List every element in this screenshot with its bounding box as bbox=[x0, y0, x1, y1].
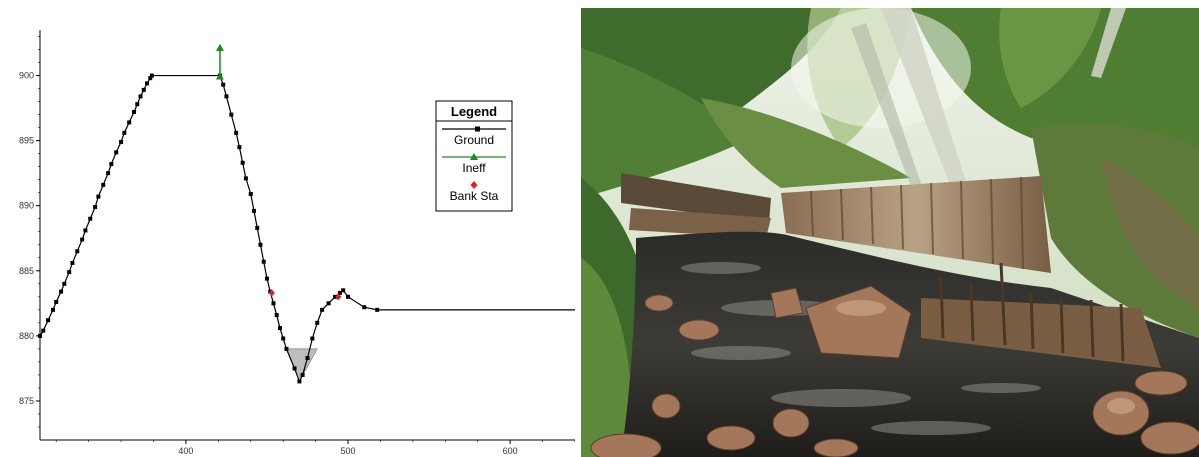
ground-point bbox=[274, 313, 279, 318]
ground-point bbox=[248, 192, 253, 196]
ground-point bbox=[93, 205, 98, 210]
ground-point bbox=[333, 294, 338, 299]
ground-point bbox=[315, 320, 320, 325]
ground-point bbox=[292, 366, 297, 371]
y-tick-label: 885 bbox=[19, 266, 34, 276]
ground-point bbox=[88, 216, 93, 221]
ground-point bbox=[141, 87, 146, 92]
bank-sta-marker bbox=[268, 289, 275, 297]
ground-point bbox=[237, 145, 242, 150]
ground-point bbox=[281, 336, 286, 341]
legend-ineff-marker bbox=[470, 153, 478, 160]
ground-point bbox=[261, 259, 266, 264]
ground-point bbox=[234, 130, 239, 135]
ground-point bbox=[224, 94, 229, 99]
ineff-marker bbox=[215, 72, 224, 80]
ground-point bbox=[135, 102, 140, 107]
ground-point bbox=[83, 228, 88, 233]
ground-point bbox=[106, 171, 111, 176]
ground-line bbox=[39, 74, 575, 383]
ground-point bbox=[243, 176, 248, 181]
stream-photo-image bbox=[581, 8, 1199, 457]
x-tick-label: 600 bbox=[503, 446, 518, 456]
ground-point bbox=[114, 150, 119, 155]
legend-bank-sta-marker bbox=[470, 181, 478, 189]
y-tick-label: 880 bbox=[19, 331, 34, 341]
chart-svg: 875 880 885 890 895 900 400 500 600 LegendGroundI… bbox=[19, 30, 575, 456]
x-tick-label: 500 bbox=[341, 446, 356, 456]
legend-ground-marker bbox=[475, 126, 480, 132]
ground-point bbox=[277, 326, 282, 331]
ground-point bbox=[70, 260, 75, 265]
ground-point bbox=[362, 305, 367, 310]
legend-label-bank-sta: Bank Sta bbox=[450, 189, 499, 203]
ground-point bbox=[38, 333, 42, 338]
ground-point bbox=[96, 194, 101, 199]
ground-point bbox=[326, 301, 331, 306]
ground-point bbox=[320, 307, 325, 312]
ground-point bbox=[284, 346, 289, 351]
legend-label-ground: Ground bbox=[454, 133, 494, 147]
ground-point bbox=[54, 300, 59, 305]
ground-point bbox=[341, 288, 346, 293]
ground-point bbox=[297, 379, 302, 384]
ground-point bbox=[41, 328, 46, 333]
ground-point bbox=[148, 76, 153, 81]
ground-point bbox=[255, 225, 260, 230]
ground-point bbox=[252, 208, 256, 213]
ground-point bbox=[240, 160, 245, 165]
ground-point bbox=[67, 270, 72, 275]
stream-photo bbox=[581, 8, 1199, 457]
ground-point bbox=[149, 73, 154, 78]
ground-point bbox=[145, 81, 149, 86]
ground-point bbox=[375, 307, 380, 312]
x-tick-label: 400 bbox=[178, 446, 193, 456]
y-tick-label: 890 bbox=[19, 201, 34, 211]
ground-point bbox=[50, 307, 55, 312]
ground-point bbox=[221, 82, 226, 87]
ground-point bbox=[229, 112, 234, 117]
ground-point bbox=[101, 182, 106, 187]
ground-point bbox=[305, 356, 310, 360]
ground-point bbox=[310, 336, 315, 341]
y-tick-label: 900 bbox=[19, 71, 34, 81]
ground-point bbox=[59, 289, 64, 294]
legend-label-ineff: Ineff bbox=[462, 161, 486, 175]
bank-sta-marker bbox=[335, 293, 342, 301]
ground-point bbox=[271, 301, 276, 306]
ineff-marker bbox=[215, 43, 224, 51]
ground-point bbox=[264, 276, 269, 281]
ground-point bbox=[75, 249, 80, 254]
ground-point bbox=[337, 290, 342, 295]
ground-point bbox=[346, 294, 351, 299]
ground-point bbox=[300, 372, 305, 377]
ground-point bbox=[138, 94, 143, 99]
ground-point bbox=[80, 237, 85, 242]
ground-point bbox=[127, 120, 132, 125]
ground-point bbox=[62, 281, 67, 286]
ground-point bbox=[132, 110, 137, 114]
ground-point bbox=[122, 130, 127, 135]
y-tick-label: 895 bbox=[19, 136, 34, 146]
ground-point bbox=[46, 318, 51, 323]
ground-point bbox=[109, 162, 114, 167]
ground-point bbox=[258, 242, 263, 247]
y-tick-label: 875 bbox=[19, 396, 34, 406]
legend-title: Legend bbox=[451, 104, 497, 119]
ground-point bbox=[119, 139, 124, 144]
